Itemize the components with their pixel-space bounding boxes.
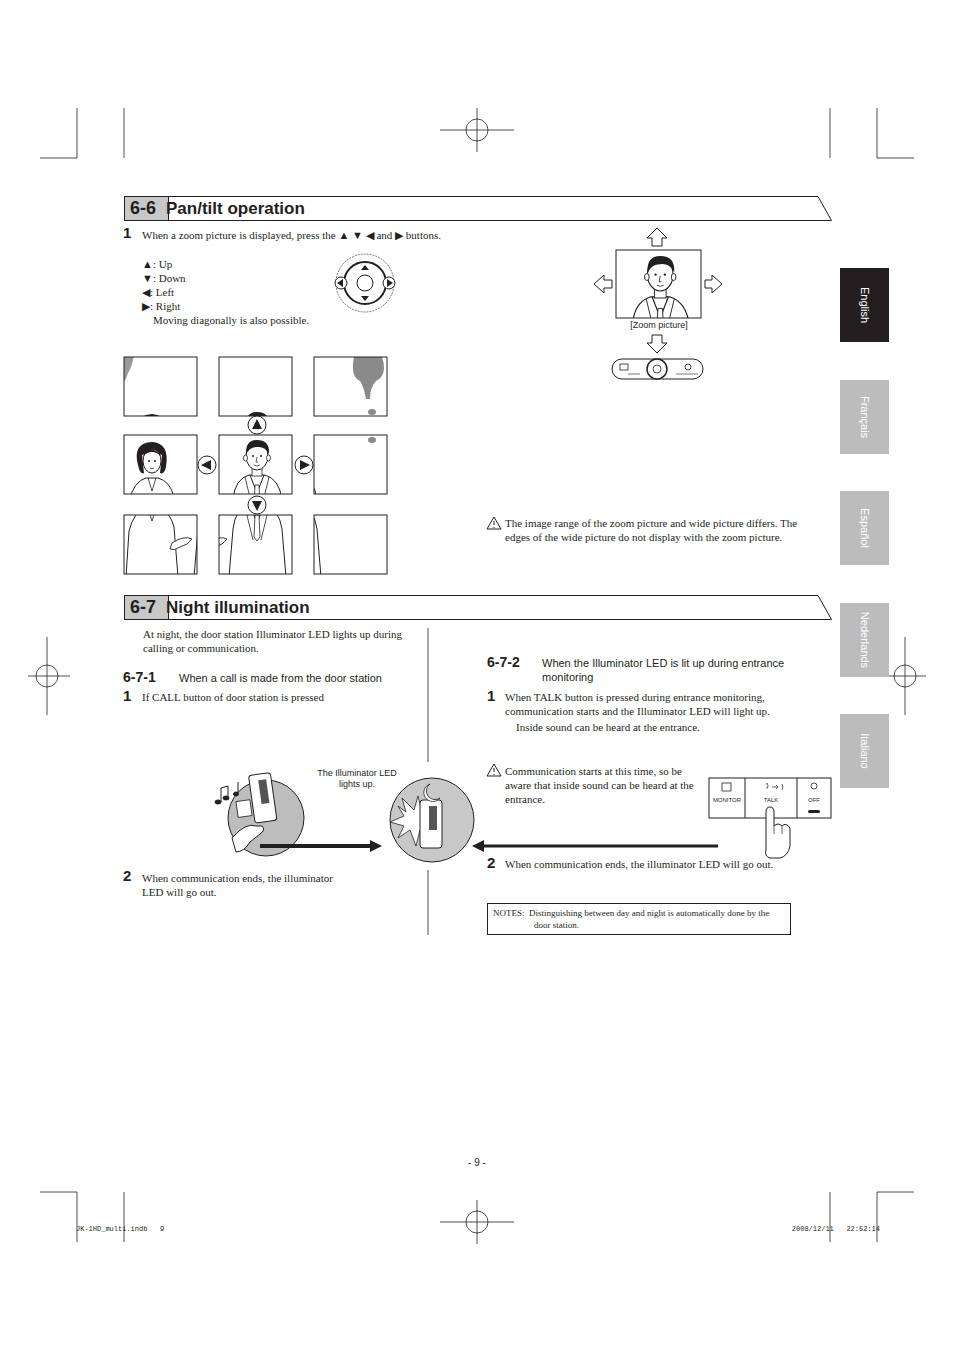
print-slug: JK-1HD_multi.indb 9 xyxy=(76,1225,216,1234)
button-legend: ▶: Right xyxy=(142,299,262,313)
step-number: 1 xyxy=(487,686,501,705)
note-text: NOTES: Distinguishing between day and ni… xyxy=(534,907,785,931)
button-label: TALK xyxy=(746,796,796,804)
section-heading: 6-7 Night illumination xyxy=(124,595,832,620)
instruction-text: When a zoom picture is displayed, press … xyxy=(142,228,468,242)
page-number: - 9 - xyxy=(447,1156,507,1169)
heading-band-outline xyxy=(125,197,832,221)
callout-text: The Illuminator LED lights up. xyxy=(316,768,398,790)
flow-arrow xyxy=(260,840,718,852)
section-number: 6-6 xyxy=(130,198,156,219)
subsection-number: 6-7-1 xyxy=(123,668,175,686)
call-illustration xyxy=(215,773,304,856)
lit-illustration xyxy=(390,778,474,862)
tab-label: Français xyxy=(859,396,871,438)
section-number: 6-7 xyxy=(130,597,156,618)
print-slug: 2008/12/11 22:52:14 xyxy=(760,1225,880,1234)
button-legend: ◀: Left xyxy=(142,285,262,299)
subsection-title: When the Illuminator LED is lit up durin… xyxy=(542,656,818,684)
button-legend: ▼: Down xyxy=(142,271,262,285)
instruction-text: When communication ends, the illuminator… xyxy=(142,871,357,899)
section-number-box xyxy=(125,596,169,620)
step-number: 2 xyxy=(123,866,137,885)
step-number: 2 xyxy=(487,853,501,872)
section-number-box xyxy=(125,197,169,221)
tab-label: English xyxy=(859,287,871,323)
button-panel xyxy=(709,778,831,858)
section-title: Pan/tilt operation xyxy=(166,199,305,219)
step-number: 1 xyxy=(123,223,137,242)
button-label: MONITOR xyxy=(710,796,744,804)
instruction-text: If CALL button of door station is presse… xyxy=(142,690,422,704)
section-title: Night illumination xyxy=(166,598,310,618)
intro-text: At night, the door station Illuminator L… xyxy=(143,627,425,655)
step-number: 1 xyxy=(123,686,137,705)
tab-label: Español xyxy=(859,508,871,548)
instruction-text: When communication ends, the illuminator… xyxy=(505,857,815,871)
notes-box: NOTES: Distinguishing between day and ni… xyxy=(487,903,791,935)
zoom-picture xyxy=(594,228,722,381)
subsection-number: 6-7-2 xyxy=(487,653,539,671)
language-tab: Italiano xyxy=(840,714,889,788)
subsection-title: When a call is made from the door statio… xyxy=(179,671,419,685)
instruction-text: When TALK button is pressed during entra… xyxy=(505,690,805,718)
crop-marks xyxy=(28,108,926,1244)
caution-text: Communication starts at this time, so be… xyxy=(505,764,701,806)
instruction-text: Inside sound can be heard at the entranc… xyxy=(516,720,776,734)
section-heading: 6-6 Pan/tilt operation xyxy=(124,196,832,221)
image-caption: [Zoom picture] xyxy=(612,319,706,331)
language-tab: Nederlands xyxy=(840,603,889,677)
language-tab: Français xyxy=(840,380,889,454)
warning-icon xyxy=(487,517,501,776)
tab-label: Italiano xyxy=(859,733,871,768)
pan-frames xyxy=(122,355,387,577)
language-tab: English xyxy=(840,268,889,342)
instruction-text: Moving diagonally is also possible. xyxy=(153,313,363,327)
tab-label: Nederlands xyxy=(859,612,871,668)
button-legend: ▲: Up xyxy=(142,257,262,271)
pan-control-icon xyxy=(335,254,395,312)
caution-text: The image range of the zoom picture and … xyxy=(505,516,823,544)
language-tab: Español xyxy=(840,491,889,565)
button-label: OFF xyxy=(798,796,830,804)
heading-band-outline xyxy=(125,596,832,620)
